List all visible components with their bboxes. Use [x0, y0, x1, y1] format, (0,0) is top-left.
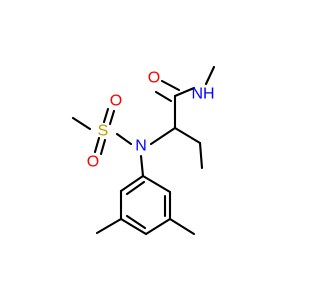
bond-carbonyl-double-a — [154, 90, 173, 103]
bond-lines — [71, 65, 216, 236]
sulfonyl-oxygen-top-label: O — [110, 93, 122, 110]
sulfonyl-oxygen-bottom-label: O — [87, 154, 99, 171]
bond-nh-methyl — [204, 65, 216, 86]
ring-inner-3 — [125, 180, 146, 196]
bond-n-s — [115, 132, 133, 146]
bond-so-top-a — [102, 107, 110, 124]
ring-bond-6 — [119, 174, 145, 193]
bond-carbonyl-double-b — [160, 79, 181, 92]
amide-oxygen-label: O — [148, 70, 160, 87]
bond-so-bottom-b — [99, 138, 107, 156]
bond-alpha-n — [149, 126, 177, 146]
bond-n-aryl — [139, 154, 145, 178]
sulfur-label: S — [98, 123, 109, 140]
bond-ethyl-ch3 — [198, 141, 204, 170]
bond-ring-methyl-left — [95, 217, 123, 235]
ring-bond-1 — [141, 174, 172, 194]
atom-labels: O NH O O S N — [87, 70, 215, 171]
sulfonamide-nitrogen-label: N — [135, 138, 147, 155]
molecule-structure: O NH O O S N — [71, 65, 216, 236]
bond-ring-methyl-right — [168, 217, 196, 236]
bond-carbonyl-nh — [173, 86, 196, 98]
bond-s-methyl — [71, 116, 92, 131]
ring-bond-4 — [119, 217, 148, 236]
ring-inner-2 — [125, 214, 147, 230]
ring-bond-3 — [144, 217, 172, 236]
bond-so-top-b — [108, 109, 116, 126]
bond-alpha-ch2 — [173, 126, 202, 145]
bond-so-bottom-a — [93, 136, 101, 154]
amide-nh-label: NH — [191, 86, 214, 103]
